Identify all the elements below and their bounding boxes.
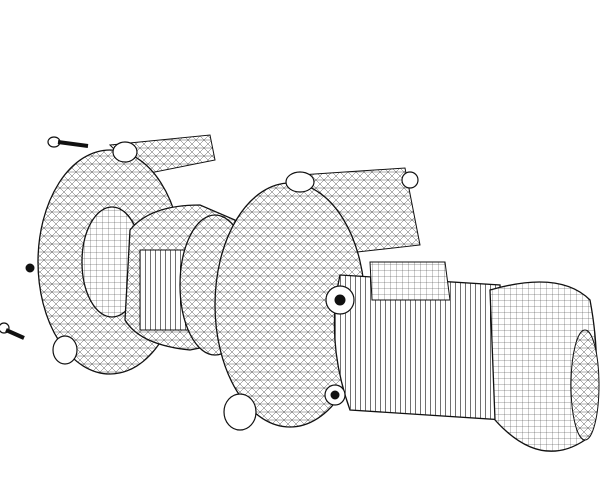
motor-fan-cover bbox=[489, 281, 600, 452]
bolt-middle bbox=[25, 263, 35, 273]
bolt-bottom bbox=[0, 322, 25, 340]
bolt-top bbox=[47, 136, 89, 148]
electric-motor bbox=[324, 261, 506, 421]
rear-volute-casing bbox=[214, 167, 421, 431]
